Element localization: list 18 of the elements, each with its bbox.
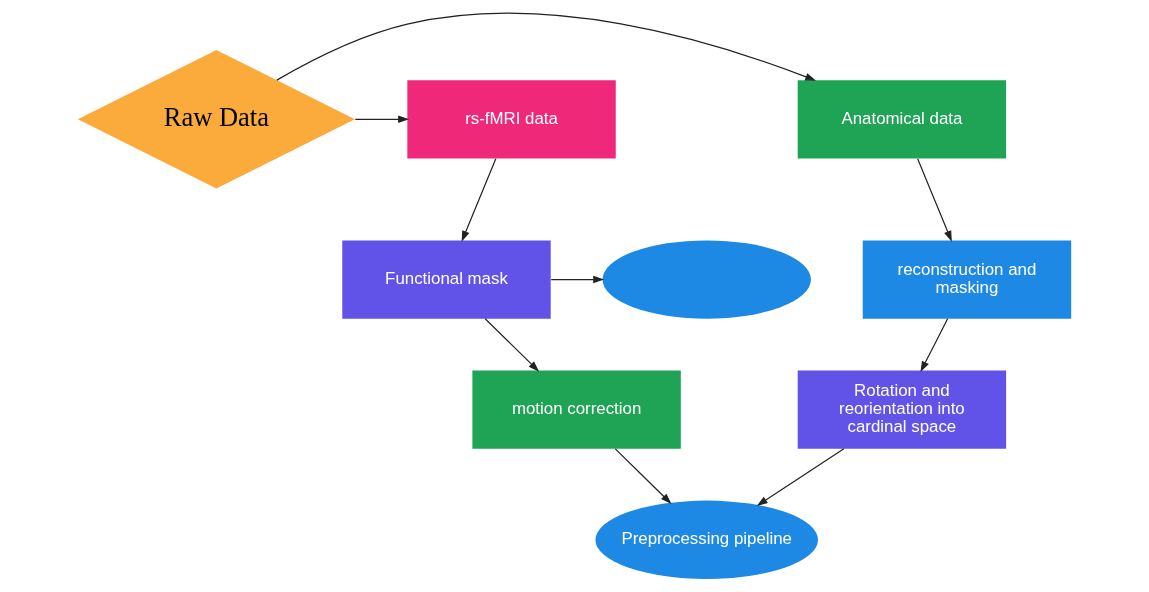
arrow	[614, 448, 672, 504]
arrow	[461, 158, 497, 242]
node-box: Rotation and reorientation into cardinal space	[797, 370, 1007, 449]
arrow	[484, 318, 540, 372]
arrow	[920, 318, 949, 373]
node-box: reconstruction and masking	[862, 240, 1072, 319]
arrow	[917, 158, 952, 242]
node-box: motion correction	[472, 370, 681, 449]
node-diamond: Raw Data	[77, 50, 355, 189]
arrow	[276, 12, 817, 81]
node-ellipse	[602, 240, 811, 319]
arrow	[354, 115, 409, 124]
node-box: Anatomical data	[797, 80, 1007, 159]
arrow	[756, 448, 845, 506]
node-box: rs-fMRI data	[407, 80, 616, 159]
node-box: Functional mask	[342, 240, 551, 319]
arrow	[550, 275, 605, 284]
node-ellipse: Preprocessing pipeline	[595, 500, 818, 579]
